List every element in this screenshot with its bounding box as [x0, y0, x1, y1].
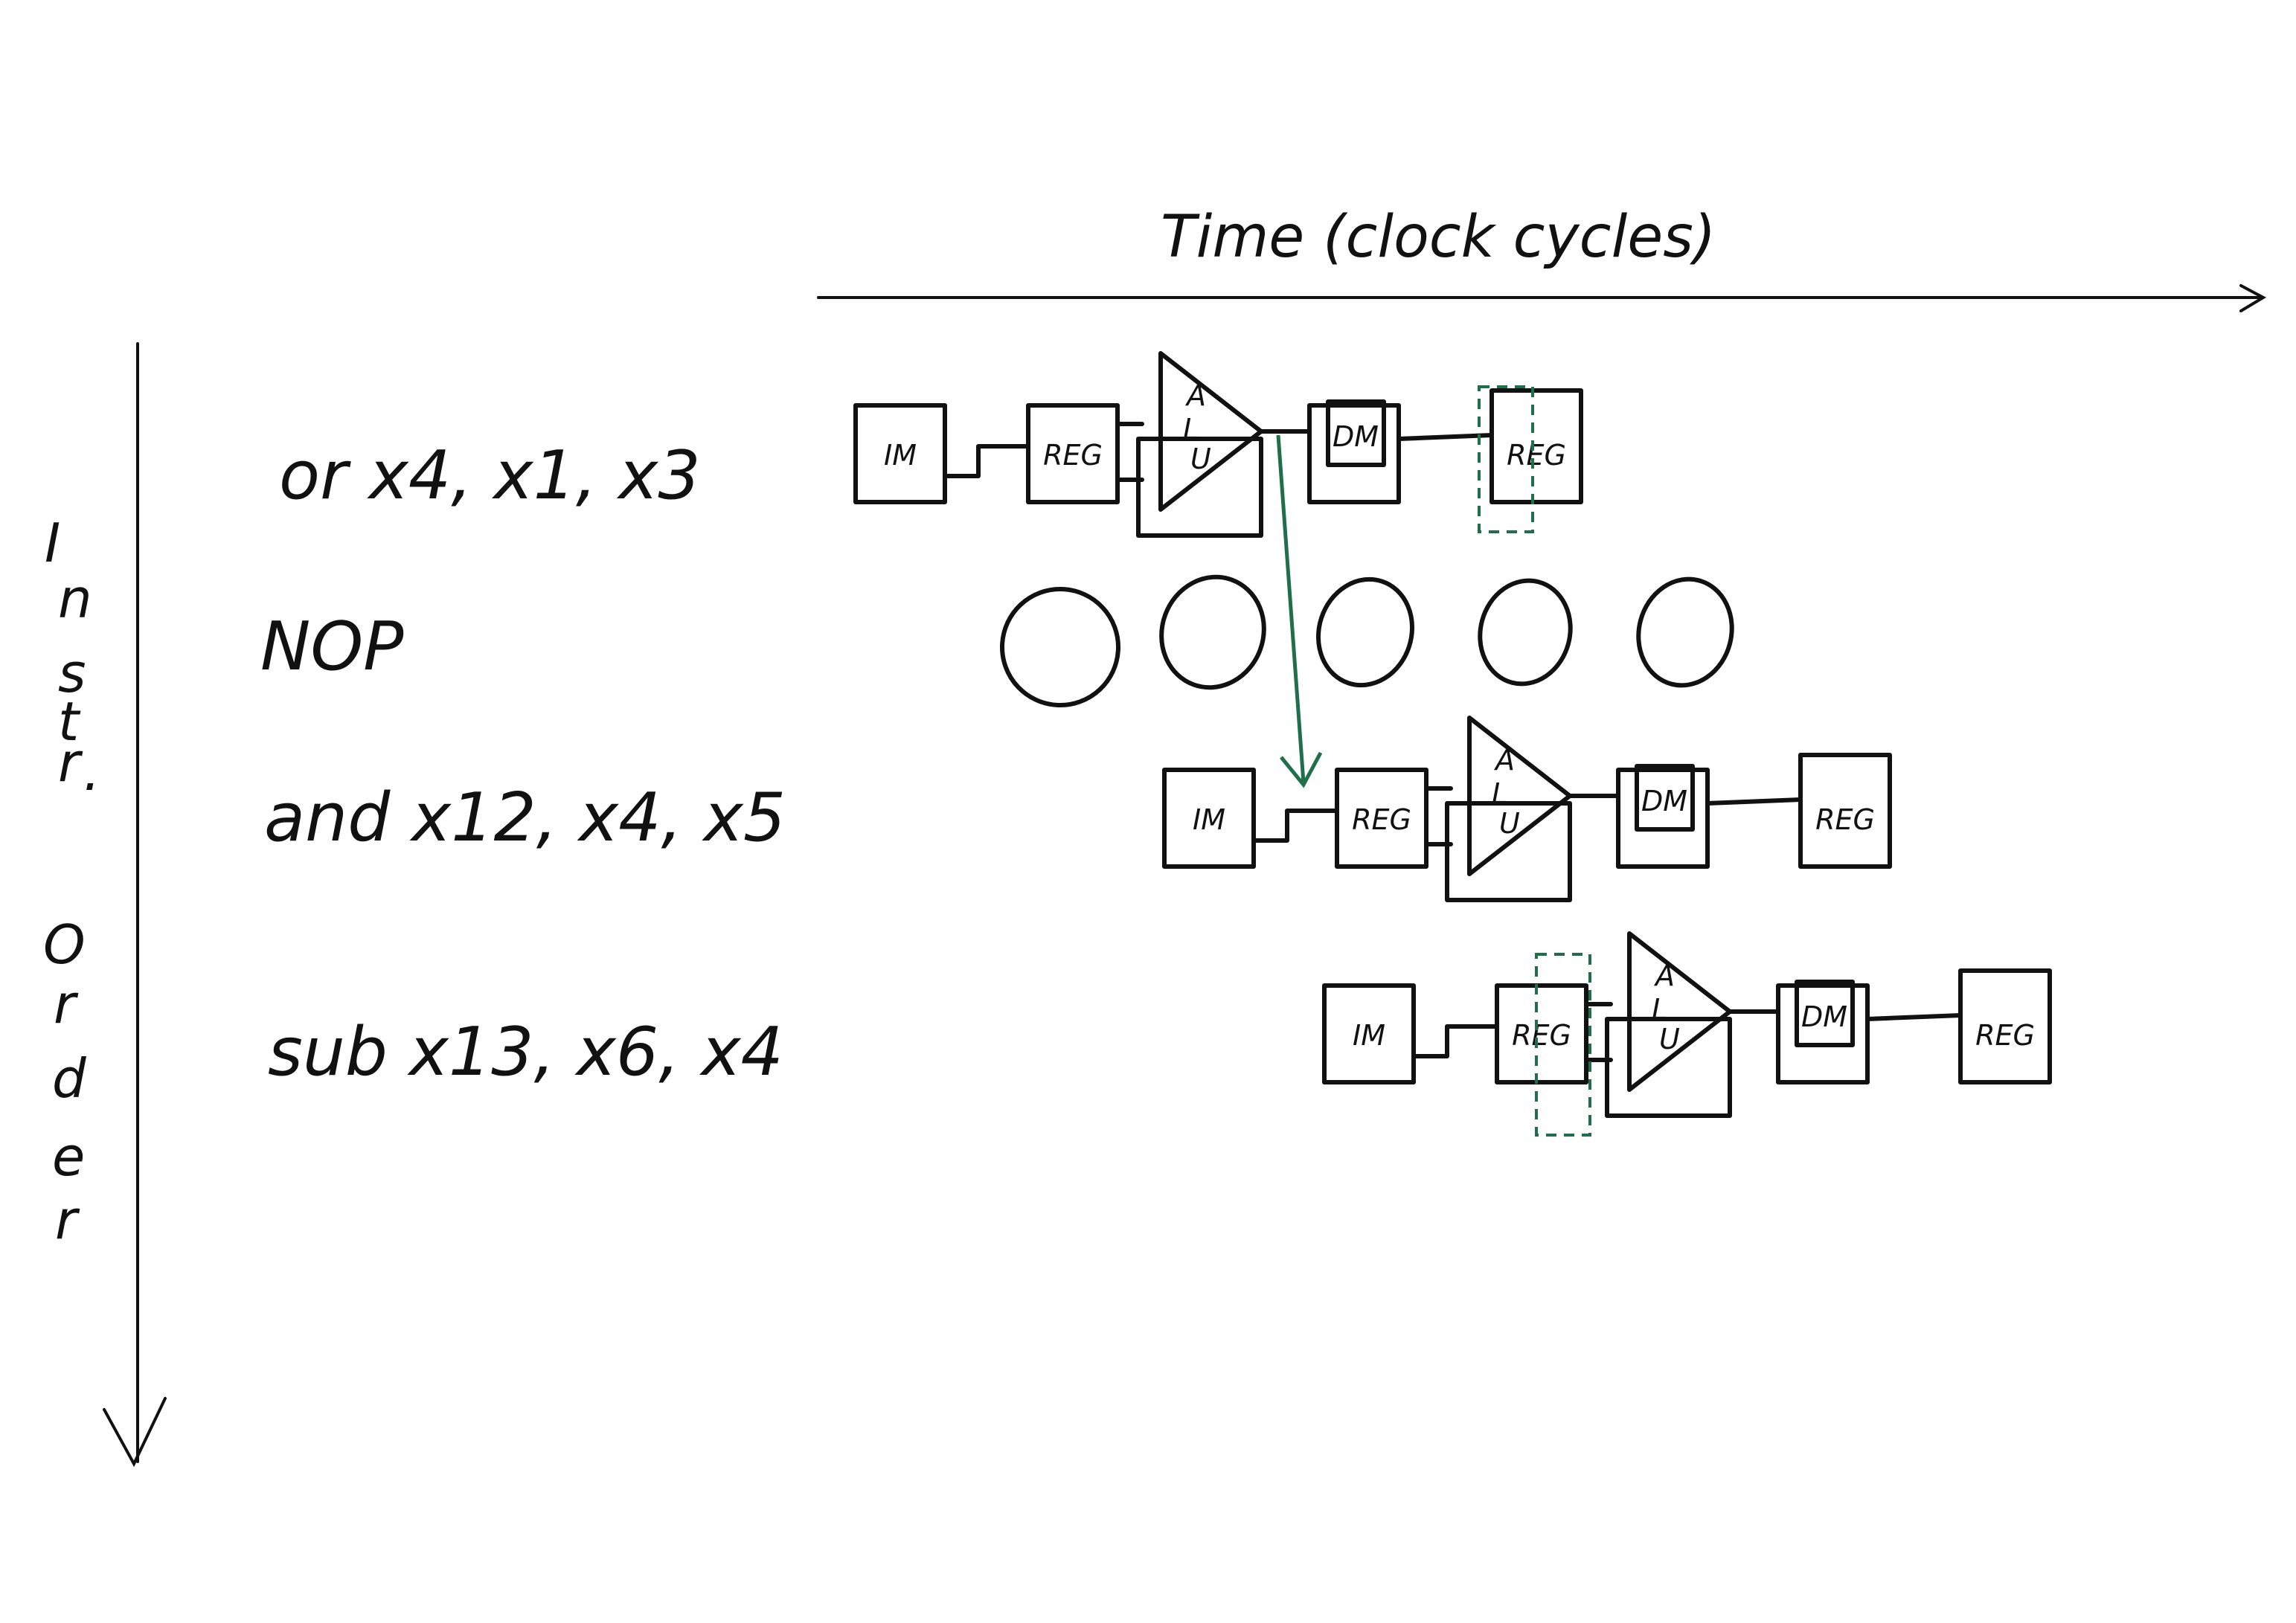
stage-im-label: IM: [1193, 803, 1225, 836]
stage-im-label: IM: [1353, 1019, 1385, 1052]
alu-letter: L: [1492, 777, 1507, 810]
order-letter: d: [52, 1047, 87, 1110]
connector: [1396, 433, 1494, 441]
order-letter: t: [58, 690, 81, 753]
stage-ex-box: [1605, 1017, 1732, 1118]
writeback-highlight: [1478, 385, 1534, 533]
nop-bubbles: [1000, 574, 1734, 707]
stage-reg-label: REG: [1352, 803, 1411, 836]
order-letter: r: [55, 1189, 80, 1251]
connector: [943, 444, 1029, 478]
stage-dm-box: [1307, 403, 1401, 504]
stage-im-label: IM: [884, 439, 917, 472]
alu-letter: U: [1659, 1023, 1680, 1055]
forwarding-arrow: [1276, 434, 1306, 783]
nop-bubble: [1000, 587, 1120, 707]
nop-bubble: [1315, 576, 1415, 688]
stage-dm-box: [1776, 983, 1870, 1084]
time-axis-arrowhead: [2239, 284, 2267, 312]
order-letter: n: [58, 568, 92, 630]
order-letter: I: [45, 512, 60, 574]
alu-letter: A: [1493, 744, 1515, 777]
pipeline-row-and: IM REG ALU DM REG: [1162, 716, 1892, 902]
alu-letter: L: [1183, 413, 1199, 446]
nop-bubble: [1478, 578, 1573, 687]
pipeline-row-or: IM REG ALU DM REG: [853, 351, 1583, 538]
stage-dm-inner: [1795, 980, 1855, 1047]
register-read-highlight: [1535, 953, 1591, 1137]
time-axis-label: Time (clock cycles): [1161, 204, 1716, 271]
stage-ex-box: [1136, 437, 1263, 538]
order-letter: r: [54, 973, 79, 1035]
connector: [1251, 809, 1338, 843]
nop-bubble: [1636, 576, 1734, 688]
stage-im-box: [1162, 768, 1256, 869]
order-axis-arrowhead: [103, 1397, 167, 1468]
alu-shape: [1627, 931, 1732, 1092]
order-letter: r: [58, 731, 83, 794]
stage-dm-inner: [1326, 399, 1386, 467]
alu-letter: U: [1499, 807, 1520, 840]
connector: [1411, 1024, 1498, 1058]
connector: [1568, 771, 1620, 798]
stage-dm-inner: [1635, 764, 1695, 832]
stage-wb-reg-box: [1489, 388, 1583, 504]
stage-wb-reg-box: [1958, 968, 2052, 1084]
stage-im-box: [853, 403, 947, 504]
stage-wb-reg-box: [1798, 753, 1892, 869]
order-axis-label: I n s t r . O r d e r: [43, 512, 100, 1251]
stage-reg-label: REG: [1043, 439, 1103, 472]
order-letter: e: [52, 1125, 85, 1188]
alu-letter: U: [1190, 443, 1211, 475]
connector: [1865, 1013, 1963, 1021]
connector: [1259, 407, 1312, 434]
pipeline-row-sub: IM REG ALU DM REG: [1322, 931, 2052, 1118]
alu-shape: [1467, 716, 1572, 876]
stage-dm-label: DM: [1333, 420, 1379, 453]
stage-dm-box: [1616, 768, 1710, 869]
order-letter: O: [43, 913, 86, 976]
stage-im-box: [1322, 983, 1416, 1084]
connector: [1705, 797, 1803, 806]
stage-wb-reg-label: REG: [1507, 439, 1566, 472]
stage-wb-reg-label: REG: [1815, 803, 1875, 836]
alu-shape: [1158, 351, 1263, 512]
stage-reg-box: [1335, 768, 1428, 869]
stage-wb-reg-label: REG: [1975, 1019, 2035, 1052]
stage-reg-box: [1495, 983, 1588, 1084]
nop-bubble: [1159, 574, 1266, 690]
stage-reg-label: REG: [1512, 1019, 1571, 1052]
stage-reg-box: [1026, 403, 1120, 504]
connector: [1728, 987, 1780, 1014]
instr-label-and: and x12, x4, x5: [264, 779, 786, 857]
order-letter: s: [58, 642, 86, 704]
alu-letter: A: [1184, 379, 1206, 412]
instr-label-sub: sub x13, x6, x4: [268, 1013, 783, 1091]
forwarding-arrowhead: [1280, 751, 1323, 788]
stage-ex-box: [1445, 801, 1572, 902]
alu-letter: L: [1652, 993, 1667, 1026]
instr-label-nop: NOP: [260, 608, 404, 686]
order-letter: .: [83, 740, 100, 803]
stage-dm-label: DM: [1641, 785, 1687, 817]
stage-dm-label: DM: [1801, 1000, 1847, 1033]
alu-letter: A: [1653, 960, 1675, 992]
instr-label-or: or x4, x1, x3: [279, 437, 701, 515]
